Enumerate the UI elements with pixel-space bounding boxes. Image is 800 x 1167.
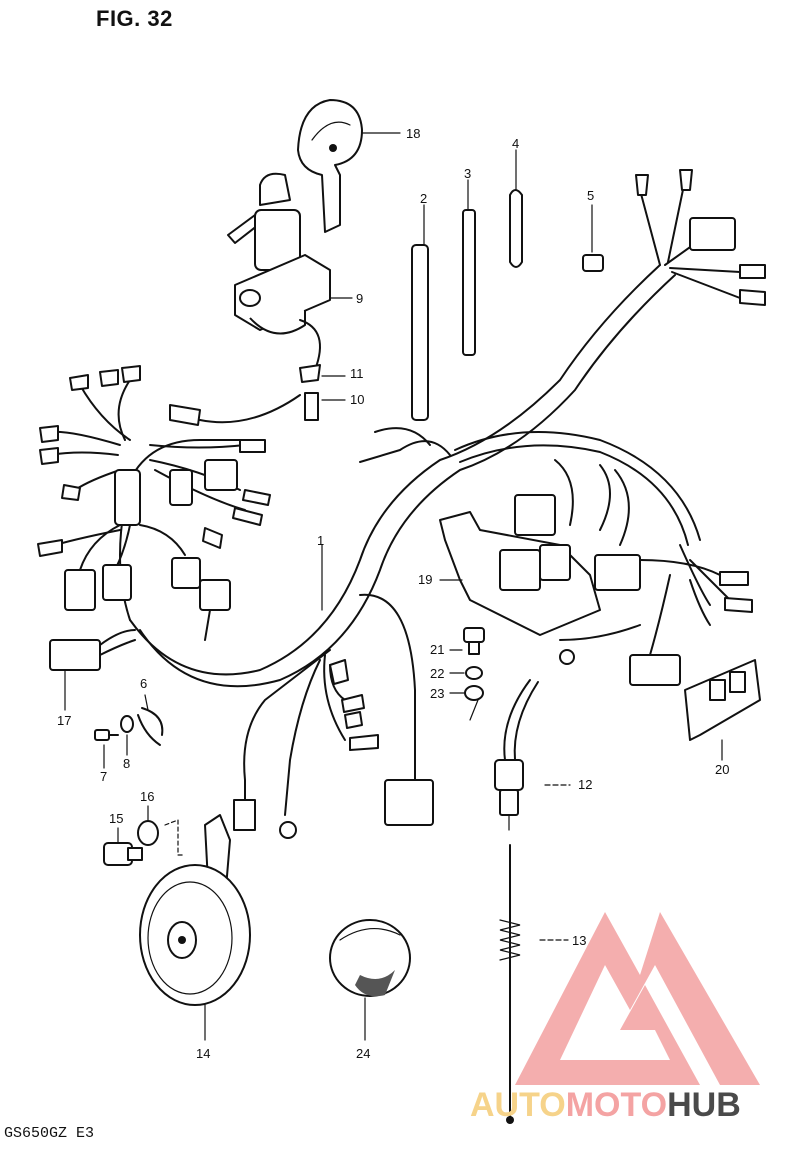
callout-14: 14 [196, 1046, 210, 1061]
callout-24: 24 [356, 1046, 370, 1061]
callout-19: 19 [418, 572, 432, 587]
callout-13: 13 [572, 933, 586, 948]
clamp-band-3 [462, 179, 476, 356]
horn [139, 814, 251, 1041]
callout-10: 10 [350, 392, 364, 407]
callout-7: 7 [100, 769, 107, 784]
ignition-switch [227, 172, 353, 371]
callout-4: 4 [512, 136, 519, 151]
connector-17 [49, 629, 136, 711]
callout-18: 18 [406, 126, 420, 141]
callout-15: 15 [109, 811, 123, 826]
callout-23: 23 [430, 686, 444, 701]
callout-5: 5 [587, 188, 594, 203]
watermark-auto: AUTO [470, 1086, 566, 1124]
watermark-hub: HUB [667, 1086, 741, 1124]
callout-1: 1 [317, 533, 324, 548]
washer-22 [465, 666, 483, 680]
callout-9: 9 [356, 291, 363, 306]
washer-8 [120, 715, 134, 733]
callout-22: 22 [430, 666, 444, 681]
clamp-band-2 [411, 204, 429, 421]
cover-24 [329, 919, 411, 1041]
callout-8: 8 [123, 756, 130, 771]
callout-2: 2 [420, 191, 427, 206]
bolt-21 [463, 627, 485, 655]
callout-11: 11 [350, 366, 364, 381]
junction-box [439, 459, 753, 686]
callout-20: 20 [715, 762, 729, 777]
callout-16: 16 [140, 789, 154, 804]
clamp-5 [582, 204, 604, 272]
rod-13 [499, 844, 569, 1124]
figure-title: FIG. 32 [96, 6, 173, 31]
main-wiring-harness [37, 169, 766, 839]
bolt-15 [103, 842, 143, 866]
screw-7 [94, 729, 119, 741]
callout-17: 17 [57, 713, 71, 728]
clamp-6 [137, 707, 164, 746]
ignition-key [297, 99, 401, 233]
callout-3: 3 [464, 166, 471, 181]
clamp-4 [509, 149, 523, 268]
washer-16 [137, 819, 186, 856]
watermark-text: AUTOMOTOHUB [470, 1086, 741, 1125]
callout-6: 6 [140, 676, 147, 691]
callout-21: 21 [430, 642, 444, 657]
bracket-20 [684, 659, 761, 741]
washer-23 [464, 685, 484, 721]
cable-12 [494, 679, 571, 831]
callout-labels: 18 4 3 2 5 9 11 10 1 19 21 22 23 17 6 7 … [57, 126, 729, 1061]
watermark-logo-mark [515, 912, 760, 1085]
callout-12: 12 [578, 777, 592, 792]
leader-lines [103, 375, 723, 844]
model-code: GS650GZ E3 [4, 1125, 95, 1142]
watermark-moto: MOTO [565, 1086, 668, 1124]
